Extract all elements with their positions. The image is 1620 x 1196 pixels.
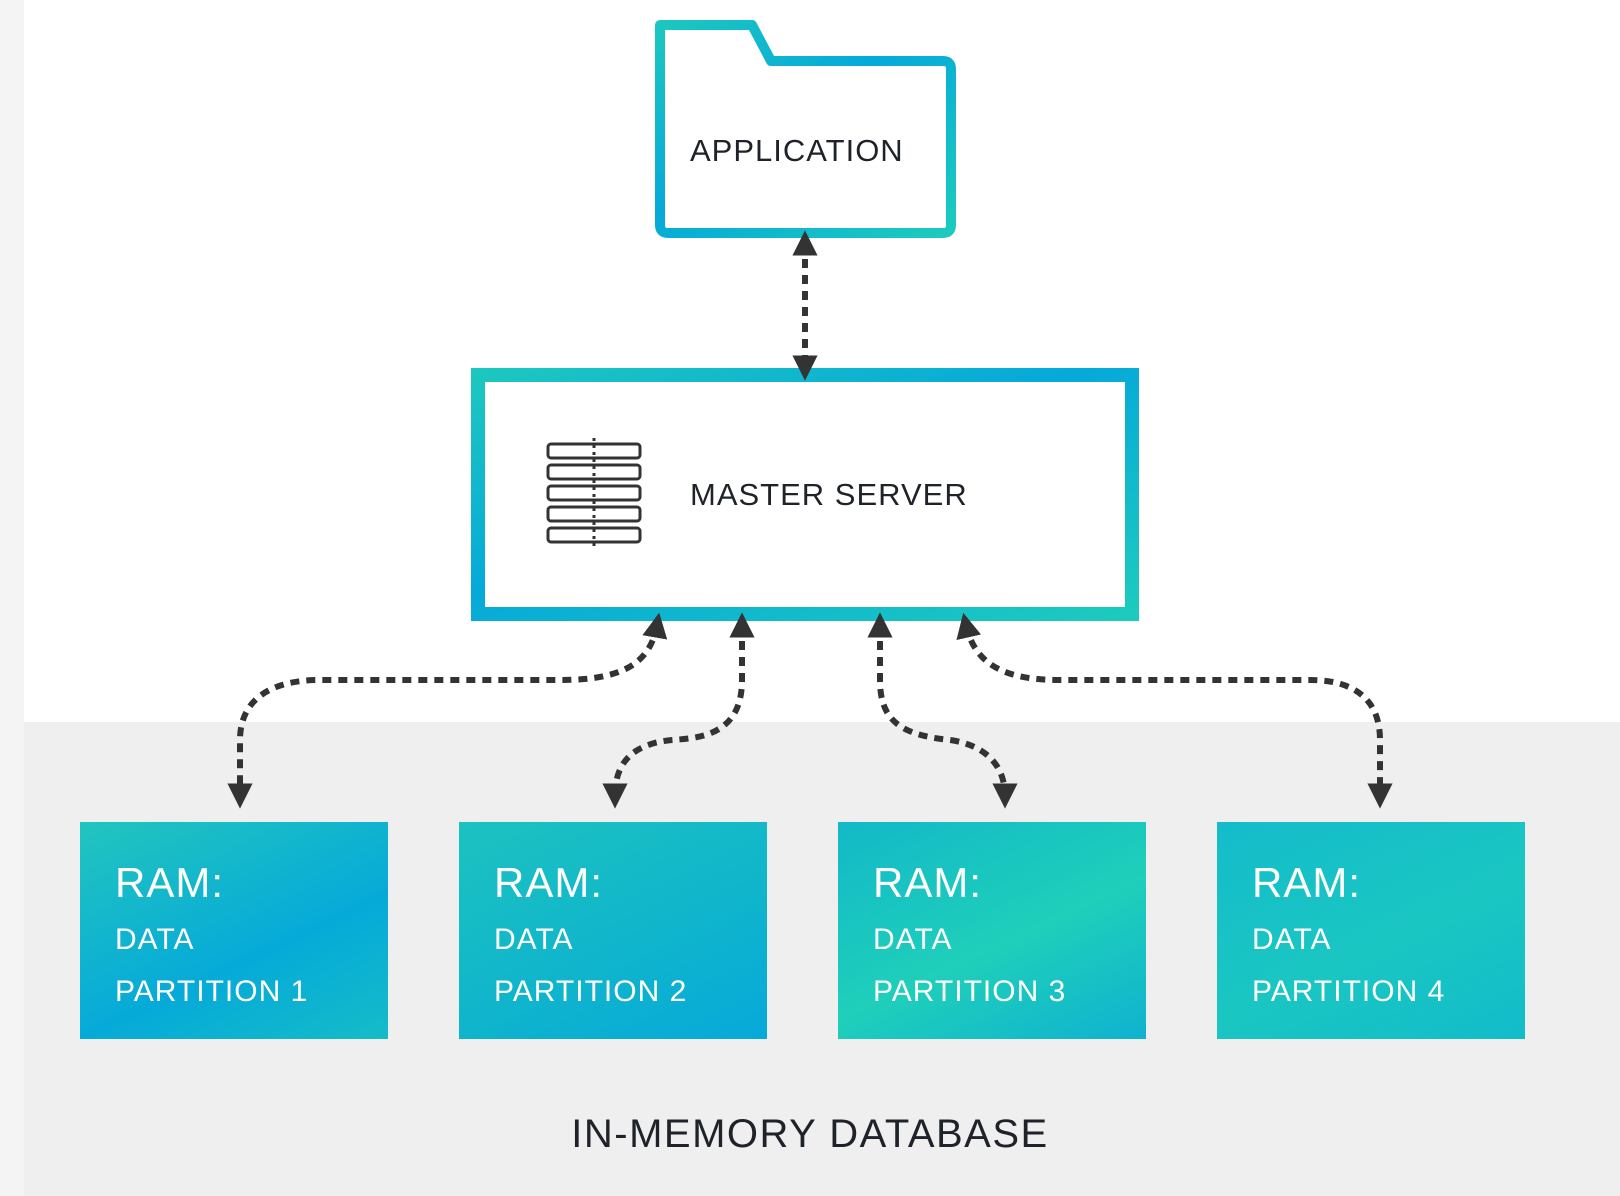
partition-data-label: DATA [1252,923,1332,956]
partition-name-label: PARTITION 4 [1252,975,1446,1008]
partition-data-label: DATA [873,923,953,956]
application-folder-icon [655,20,956,238]
partition-ram-label: RAM: [873,859,982,906]
master-server-label: MASTER SERVER [690,477,968,512]
ram-partition-4: RAM: DATA PARTITION 4 [1217,822,1525,1039]
partition-name-label: PARTITION 3 [873,975,1067,1008]
partition-data-label: DATA [494,923,574,956]
partition-name-label: PARTITION 2 [494,975,688,1008]
in-memory-database-label: IN-MEMORY DATABASE [571,1112,1049,1156]
left-margin-shade [0,0,24,1196]
ram-partition-2: RAM: DATA PARTITION 2 [459,822,767,1039]
application-label: APPLICATION [690,133,904,168]
partition-name-label: PARTITION 1 [115,975,309,1008]
partition-ram-label: RAM: [494,859,603,906]
arrow-master-partition-2 [602,612,755,809]
partition-data-label: DATA [115,923,195,956]
ram-partition-1: RAM: DATA PARTITION 1 [80,822,388,1039]
partition-ram-label: RAM: [1252,859,1361,906]
ram-partition-3: RAM: DATA PARTITION 3 [838,822,1146,1039]
arrow-master-partition-4 [956,612,1393,809]
server-rack-icon [546,438,642,548]
partition-ram-label: RAM: [115,859,224,906]
